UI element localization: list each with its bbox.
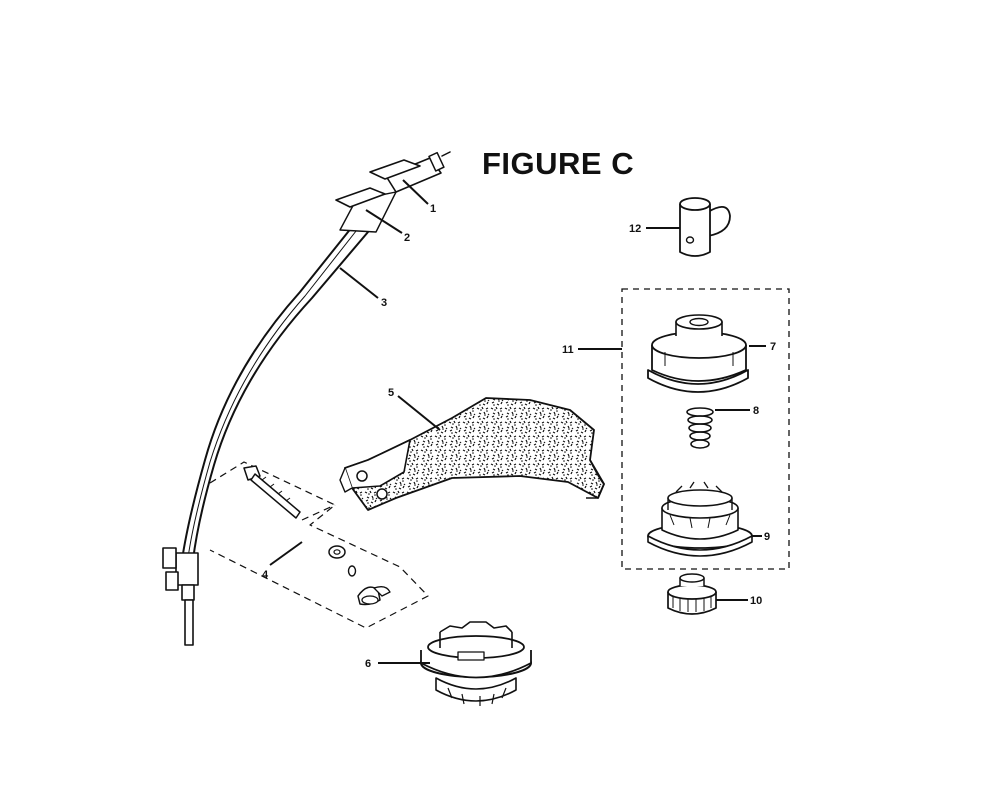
callout-2: 2 (404, 232, 410, 244)
callout-5: 5 (388, 387, 394, 399)
spool (647, 481, 753, 557)
spool-housing-cover (647, 314, 749, 393)
grass-deflector-guard (339, 397, 605, 511)
callout-6: 6 (365, 658, 371, 670)
callout-1: 1 (430, 203, 436, 215)
spool-wrench (679, 197, 731, 257)
trimmer-head-assembly (621, 288, 790, 570)
callout-10: 10 (750, 595, 762, 607)
callout-7: 7 (770, 341, 776, 353)
bump-knob (667, 573, 717, 615)
spool-housing-assembly (420, 621, 532, 706)
callout-11: 11 (562, 344, 574, 356)
figure-title: FIGURE C (482, 146, 635, 181)
curved-shaft (162, 151, 451, 646)
callout-labels: 1 2 3 4 5 6 7 8 9 10 11 12 (262, 203, 776, 670)
callout-9: 9 (764, 531, 770, 543)
guard-hardware-kit (209, 461, 429, 629)
callout-leaders (269, 179, 766, 664)
spring (686, 407, 714, 449)
callout-8: 8 (753, 405, 759, 417)
callout-3: 3 (381, 297, 387, 309)
callout-4: 4 (262, 569, 269, 581)
callout-12: 12 (629, 223, 641, 235)
